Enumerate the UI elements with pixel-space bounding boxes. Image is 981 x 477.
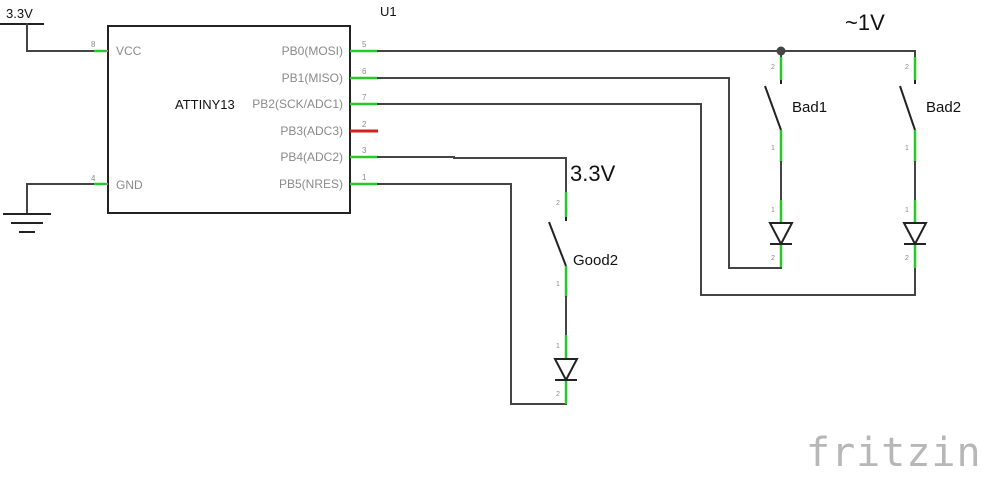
approx-voltage-label: ~1V xyxy=(845,10,885,35)
good-voltage-label: 3.3V xyxy=(570,161,616,186)
switch-label: Bad1 xyxy=(792,99,827,116)
pin-number: 1 xyxy=(771,207,775,214)
pin-number: 5 xyxy=(362,40,367,49)
pin-number: 7 xyxy=(362,93,367,102)
chip-pin-pb2[interactable]: 7 PB2(SCK/ADC1) xyxy=(252,93,378,111)
pin-number: 2 xyxy=(905,64,909,71)
diode-good2[interactable]: 1 2 xyxy=(553,335,579,404)
switch-bad1[interactable]: 2 1 Bad1 xyxy=(764,57,827,162)
ground-symbol xyxy=(3,183,95,233)
pin-number: 4 xyxy=(91,174,96,183)
pin-number: 1 xyxy=(771,145,775,152)
chip-pin-pb0[interactable]: 5 PB0(MOSI) xyxy=(282,40,378,58)
gnd-wire xyxy=(26,183,95,215)
chip-pin-pb1[interactable]: 6 PB1(MISO) xyxy=(282,67,378,85)
chip-pin-gnd[interactable]: 4 GND xyxy=(91,174,143,192)
vcc-wire xyxy=(26,23,95,52)
switch-label: Bad2 xyxy=(926,99,961,116)
pin-label: PB0(MOSI) xyxy=(282,44,343,58)
pin-number: 1 xyxy=(362,173,367,182)
wire-pb1 xyxy=(377,77,769,269)
wire-pb2 xyxy=(377,103,916,296)
vcc-power-symbol: 3.3V xyxy=(0,6,44,25)
switch-lever xyxy=(899,85,916,131)
chip-pin-pb3[interactable]: 2 PB3(ADC3) xyxy=(280,120,378,138)
fritzing-logo: fritzing xyxy=(806,430,981,476)
switch-lever xyxy=(764,85,782,131)
pin-number: 3 xyxy=(362,146,367,155)
pin-label: PB4(ADC2) xyxy=(280,150,343,164)
pin-label: VCC xyxy=(116,44,142,58)
switch-label: Good2 xyxy=(573,252,618,269)
pin-number: 1 xyxy=(556,281,560,288)
pin-number: 2 xyxy=(771,255,775,262)
chip-body xyxy=(107,25,351,214)
pin-number: 2 xyxy=(556,200,560,207)
chip-ref: U1 xyxy=(380,4,397,19)
pin-number: 1 xyxy=(905,145,909,152)
diode-bad1[interactable]: 1 2 xyxy=(768,200,794,268)
chip-pin-vcc[interactable]: 8 VCC xyxy=(91,40,142,58)
pin-label: PB1(MISO) xyxy=(282,71,343,85)
vcc-label: 3.3V xyxy=(6,6,33,21)
switch-bad2[interactable]: 2 1 Bad2 xyxy=(899,57,961,162)
pin-number: 6 xyxy=(362,67,367,76)
pin-number: 2 xyxy=(556,391,560,398)
diode-triangle xyxy=(768,222,794,247)
pin-number: 2 xyxy=(905,255,909,262)
pin-label: PB5(NRES) xyxy=(279,177,343,191)
chip-name: ATTINY13 xyxy=(175,97,235,112)
pin-label: PB2(SCK/ADC1) xyxy=(252,97,343,111)
pin-number: 1 xyxy=(556,343,560,350)
junction-dot xyxy=(776,46,786,56)
switch-lever xyxy=(548,221,567,267)
wire-pb4 xyxy=(377,156,567,193)
diode-bad2[interactable]: 1 2 xyxy=(902,200,928,268)
pin-number: 8 xyxy=(91,40,96,49)
pin-number: 2 xyxy=(362,120,367,129)
chip-pin-pb5[interactable]: 1 PB5(NRES) xyxy=(279,173,378,191)
wire-pb5 xyxy=(377,183,567,405)
pin-number: 2 xyxy=(771,64,775,71)
switch-good2[interactable]: 2 1 Good2 xyxy=(548,192,618,297)
diode-triangle xyxy=(553,358,579,383)
chip-u1[interactable]: U1 ATTINY13 8 VCC 4 GND 5 PB0(MOSI) 6 PB… xyxy=(91,4,397,214)
pin-label: GND xyxy=(116,178,143,192)
chip-pin-pb4[interactable]: 3 PB4(ADC2) xyxy=(280,146,378,164)
wire-pb0-net xyxy=(377,50,916,58)
pin-label: PB3(ADC3) xyxy=(280,124,343,138)
pin-number: 1 xyxy=(905,207,909,214)
diode-triangle xyxy=(902,222,928,247)
